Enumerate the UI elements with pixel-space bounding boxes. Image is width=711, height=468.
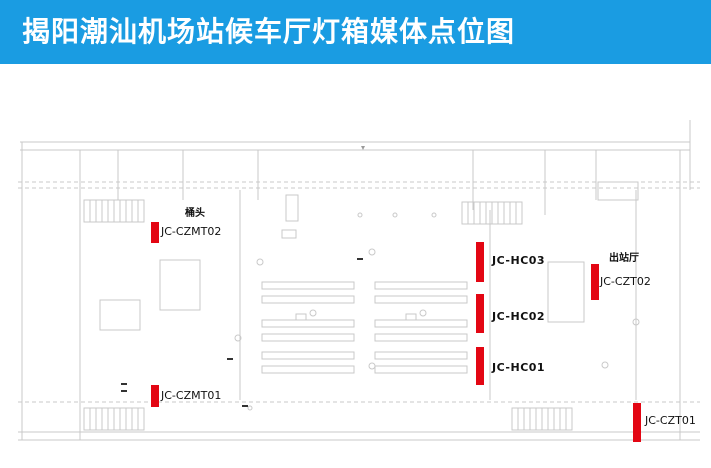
media-label-jc-czt02: JC-CZT02 [600,275,651,288]
media-marker-jc-czt02[interactable] [591,264,599,300]
media-marker-jc-hc02[interactable] [476,294,484,333]
area-label-qiaotou: 桶头 [185,208,205,219]
media-marker-jc-hc01[interactable] [476,347,484,385]
media-label-jc-hc03: JC-HC03 [492,254,546,267]
media-label-jc-hc02: JC-HC02 [492,310,546,323]
floor-plan-drawing [18,120,700,441]
media-label-jc-czt01: JC-CZT01 [645,414,696,427]
media-label-jc-czmt01: JC-CZMT01 [161,389,222,402]
media-marker-jc-czt01[interactable] [633,403,641,442]
media-label-jc-czmt02: JC-CZMT02 [161,225,222,238]
media-label-jc-hc01: JC-HC01 [492,361,546,374]
media-marker-jc-czmt01[interactable] [151,385,159,407]
area-label-exit-hall: 出站厅 [609,253,639,264]
floor-plan: 桶头 出站厅 JC-CZMT02 JC-HC03 JC-HC02 JC-HC01… [0,64,711,464]
page-title: 揭阳潮汕机场站候车厅灯箱媒体点位图 [22,15,516,48]
header-banner: 揭阳潮汕机场站候车厅灯箱媒体点位图 [0,0,711,64]
media-marker-jc-czmt02[interactable] [151,222,159,243]
media-marker-jc-hc03[interactable] [476,242,484,282]
